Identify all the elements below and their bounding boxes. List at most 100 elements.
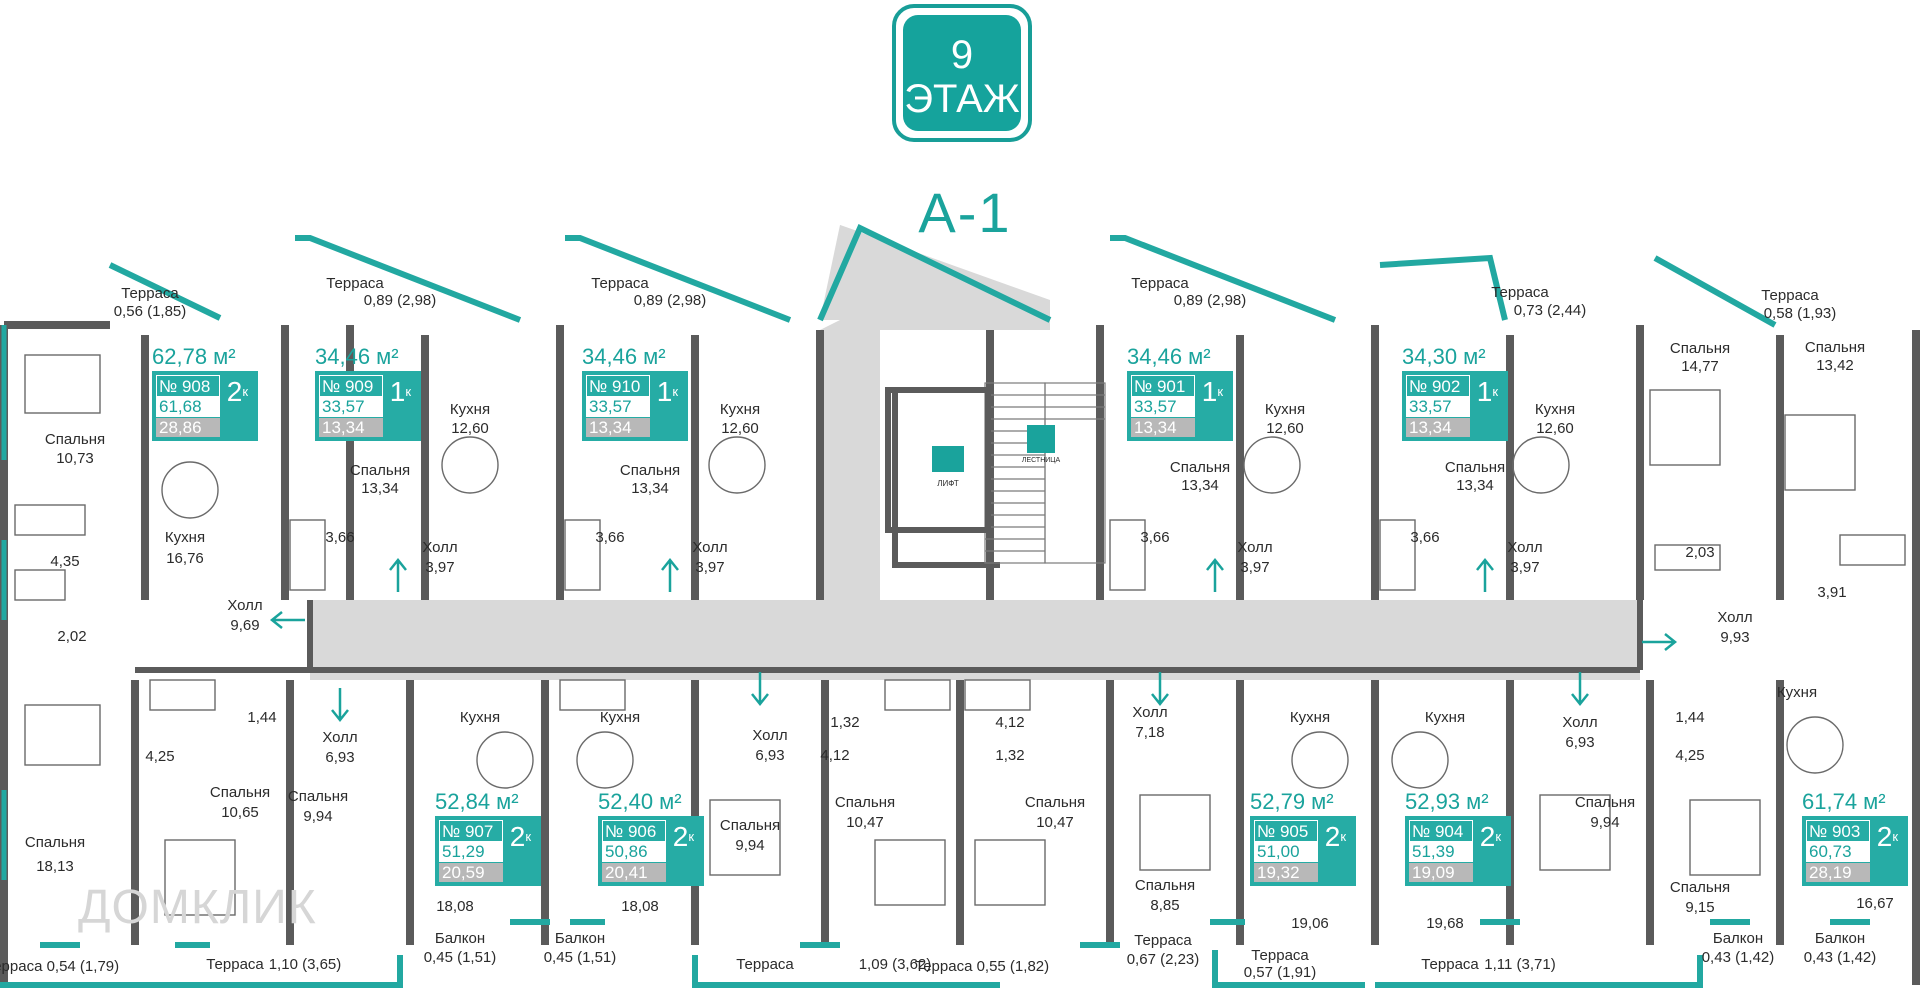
floor-word: ЭТАЖ <box>904 77 1020 121</box>
room-label: Холл <box>752 727 787 744</box>
unit-total-area: 34,30 м² <box>1402 344 1486 369</box>
unit-room-count: 2к <box>1480 822 1501 852</box>
room-label: 0,45 (1,51) <box>544 949 617 966</box>
room-label: 3,97 <box>1240 559 1269 576</box>
room-label: 12,60 <box>451 420 489 437</box>
room-label: 12,60 <box>1536 420 1574 437</box>
room-label: Терраса <box>121 285 179 302</box>
unit-number: № 903 <box>1806 820 1870 842</box>
room-label: 0,73 (2,44) <box>1514 302 1587 319</box>
room-label: 0,43 (1,42) <box>1702 949 1775 966</box>
lift-sign: ЛИФТ ЛЕСТНИЦА <box>932 425 1060 488</box>
room-label: 3,97 <box>1510 559 1539 576</box>
room-label: Спальня <box>720 817 780 834</box>
unit-number: № 905 <box>1254 820 1318 842</box>
room-label: Спальня <box>288 788 348 805</box>
unit-living-area: 28,86 <box>156 418 220 437</box>
room-label: Спальня <box>1135 877 1195 894</box>
unit-number: № 909 <box>319 375 383 397</box>
room-label: 10,47 <box>1036 814 1074 831</box>
unit-total-area: 52,40 м² <box>598 789 682 814</box>
room-label: 1,32 <box>995 747 1024 764</box>
room-label: Кухня <box>720 401 760 418</box>
corridor <box>310 600 1640 680</box>
room-label: 0,89 (2,98) <box>634 292 707 309</box>
room-label: 3,66 <box>1410 529 1439 546</box>
room-label: 1,11 (3,71) <box>1484 956 1555 973</box>
room-label: Терраса <box>1134 932 1192 949</box>
room-label: Терраса 0,54 (1,79) <box>0 958 119 975</box>
unit-total-area: 52,93 м² <box>1405 789 1489 814</box>
room-label: 0,57 (1,91) <box>1244 964 1317 981</box>
room-label: 18,08 <box>436 898 474 915</box>
unit-living-area: 20,59 <box>439 863 503 882</box>
unit-total-area: 34,46 м² <box>315 344 399 369</box>
room-count-suffix: к <box>1217 384 1223 399</box>
room-label: Холл <box>1562 714 1597 731</box>
room-count-value: 2 <box>1324 821 1341 852</box>
room-label: 0,43 (1,42) <box>1804 949 1877 966</box>
room-label: 6,93 <box>1565 734 1594 751</box>
room-label: Спальня <box>1170 459 1230 476</box>
unit-living-area: 13,34 <box>1131 418 1195 437</box>
room-label: Кухня <box>1290 709 1330 726</box>
walls <box>0 321 1920 985</box>
unit-room-count: 2к <box>673 822 694 852</box>
room-label: Терраса <box>736 956 794 973</box>
lift-icon <box>932 446 964 472</box>
room-label: Кухня <box>450 401 490 418</box>
unit-number: № 910 <box>586 375 650 397</box>
room-count-suffix: к <box>405 384 411 399</box>
room-label: Спальня <box>1025 794 1085 811</box>
room-count-suffix: к <box>242 384 248 399</box>
unit-room-count: 2к <box>1877 822 1898 852</box>
unit-number: № 908 <box>156 375 220 397</box>
room-label: Кухня <box>1425 709 1465 726</box>
room-label: 3,66 <box>325 529 354 546</box>
unit-living-area: 13,34 <box>319 418 383 437</box>
unit-total-area: 62,78 м² <box>152 344 236 369</box>
unit-room-count: 1к <box>1477 377 1498 407</box>
room-label: 9,94 <box>735 837 764 854</box>
room-label: 9,15 <box>1685 899 1714 916</box>
furniture <box>14 354 1906 916</box>
unit-living-area: 20,41 <box>602 863 666 882</box>
unit-room-count: 1к <box>657 377 678 407</box>
room-label: 13,42 <box>1816 357 1854 374</box>
room-label: Кухня <box>1265 401 1305 418</box>
unit-area-without-terrace: 33,57 <box>319 397 383 417</box>
room-label: 1,44 <box>247 709 276 726</box>
room-label: 3,66 <box>595 529 624 546</box>
room-label: 3,97 <box>695 559 724 576</box>
room-count-value: 2 <box>672 821 689 852</box>
room-label: 4,35 <box>50 553 79 570</box>
room-label: Терраса <box>326 275 384 292</box>
watermark-text: ДОМКЛИК <box>78 881 317 934</box>
room-label: 0,89 (2,98) <box>1174 292 1247 309</box>
unit-area-without-terrace: 51,39 <box>1409 842 1473 862</box>
room-label: 13,34 <box>1181 477 1219 494</box>
room-label: Спальня <box>1670 340 1730 357</box>
room-label: Терраса <box>1251 947 1309 964</box>
room-label: Холл <box>322 729 357 746</box>
room-label: 0,45 (1,51) <box>424 949 497 966</box>
room-label: 0,67 (2,23) <box>1127 951 1200 968</box>
room-count-suffix: к <box>525 829 531 844</box>
unit-area-without-terrace: 33,57 <box>1131 397 1195 417</box>
room-count-value: 1 <box>1201 376 1218 407</box>
